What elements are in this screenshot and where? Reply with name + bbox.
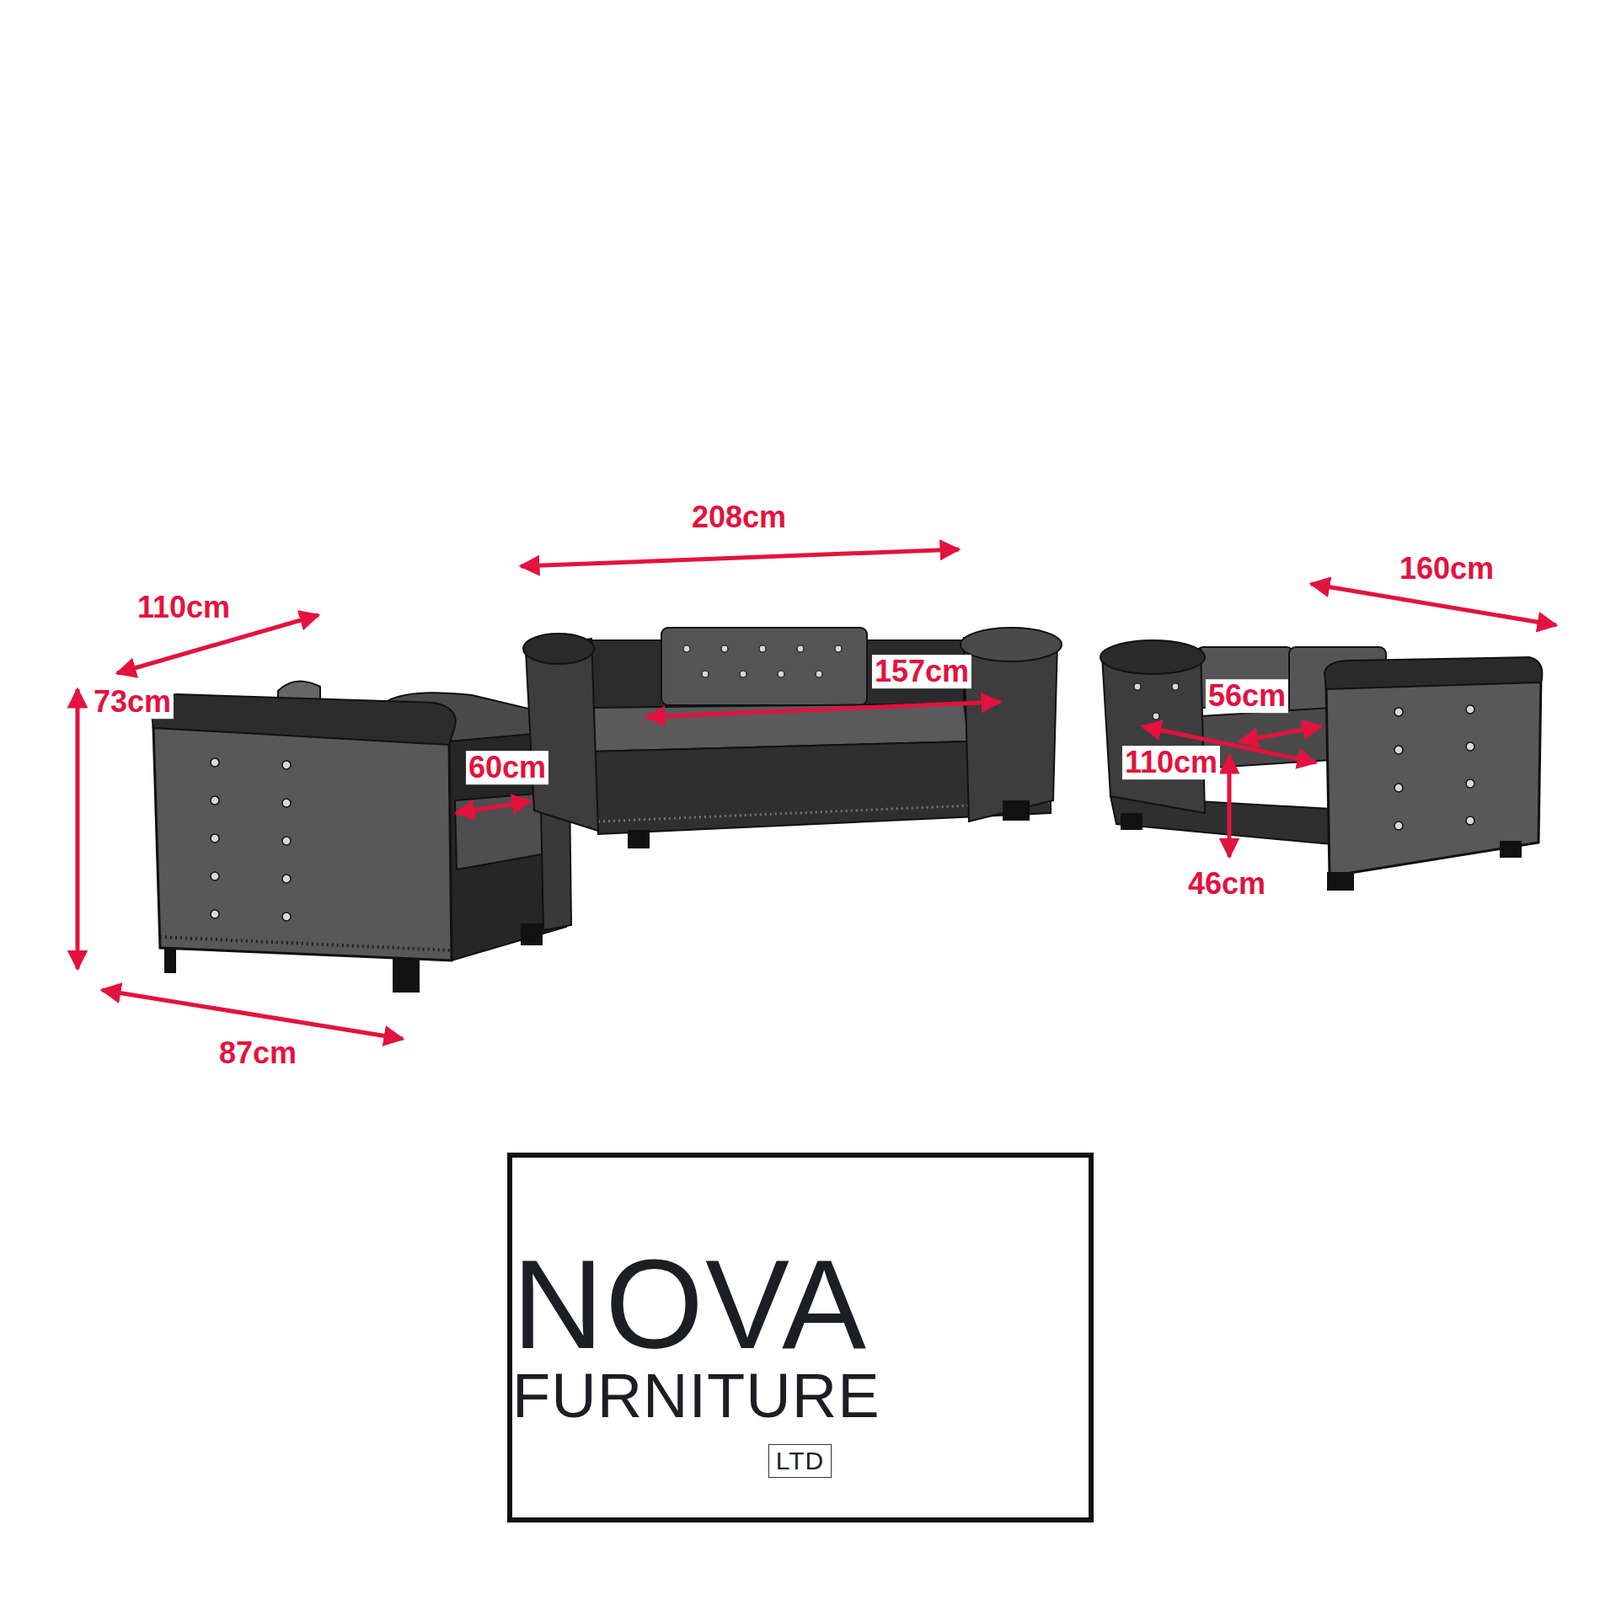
dimension-label: 87cm bbox=[216, 1036, 300, 1071]
dimension-label: 60cm bbox=[465, 750, 549, 785]
logo-tag-box: LTD bbox=[768, 1444, 832, 1478]
logo-box: NOVAFURNITURE LTD bbox=[507, 1152, 1094, 1523]
brand-subtitle: FURNITURE bbox=[512, 1364, 881, 1428]
dimension-label: 56cm bbox=[1205, 679, 1289, 713]
dimension-label: 46cm bbox=[1185, 866, 1269, 901]
dimension-label: 157cm bbox=[872, 654, 972, 689]
dimension-label: 110cm bbox=[134, 590, 233, 625]
brand-name: NOVA bbox=[512, 1241, 868, 1368]
brand-suffix: LTD bbox=[775, 1448, 825, 1474]
loveseat-drawing bbox=[1100, 640, 1542, 891]
dimension-label: 160cm bbox=[1396, 551, 1497, 586]
sofa-drawing bbox=[523, 627, 1062, 849]
dimension-label: 73cm bbox=[90, 684, 174, 719]
dimension-arrows bbox=[77, 549, 1557, 1039]
dimension-label: 110cm bbox=[1122, 745, 1221, 780]
dimension-label: 208cm bbox=[689, 500, 789, 535]
armchair-drawing bbox=[151, 681, 572, 993]
